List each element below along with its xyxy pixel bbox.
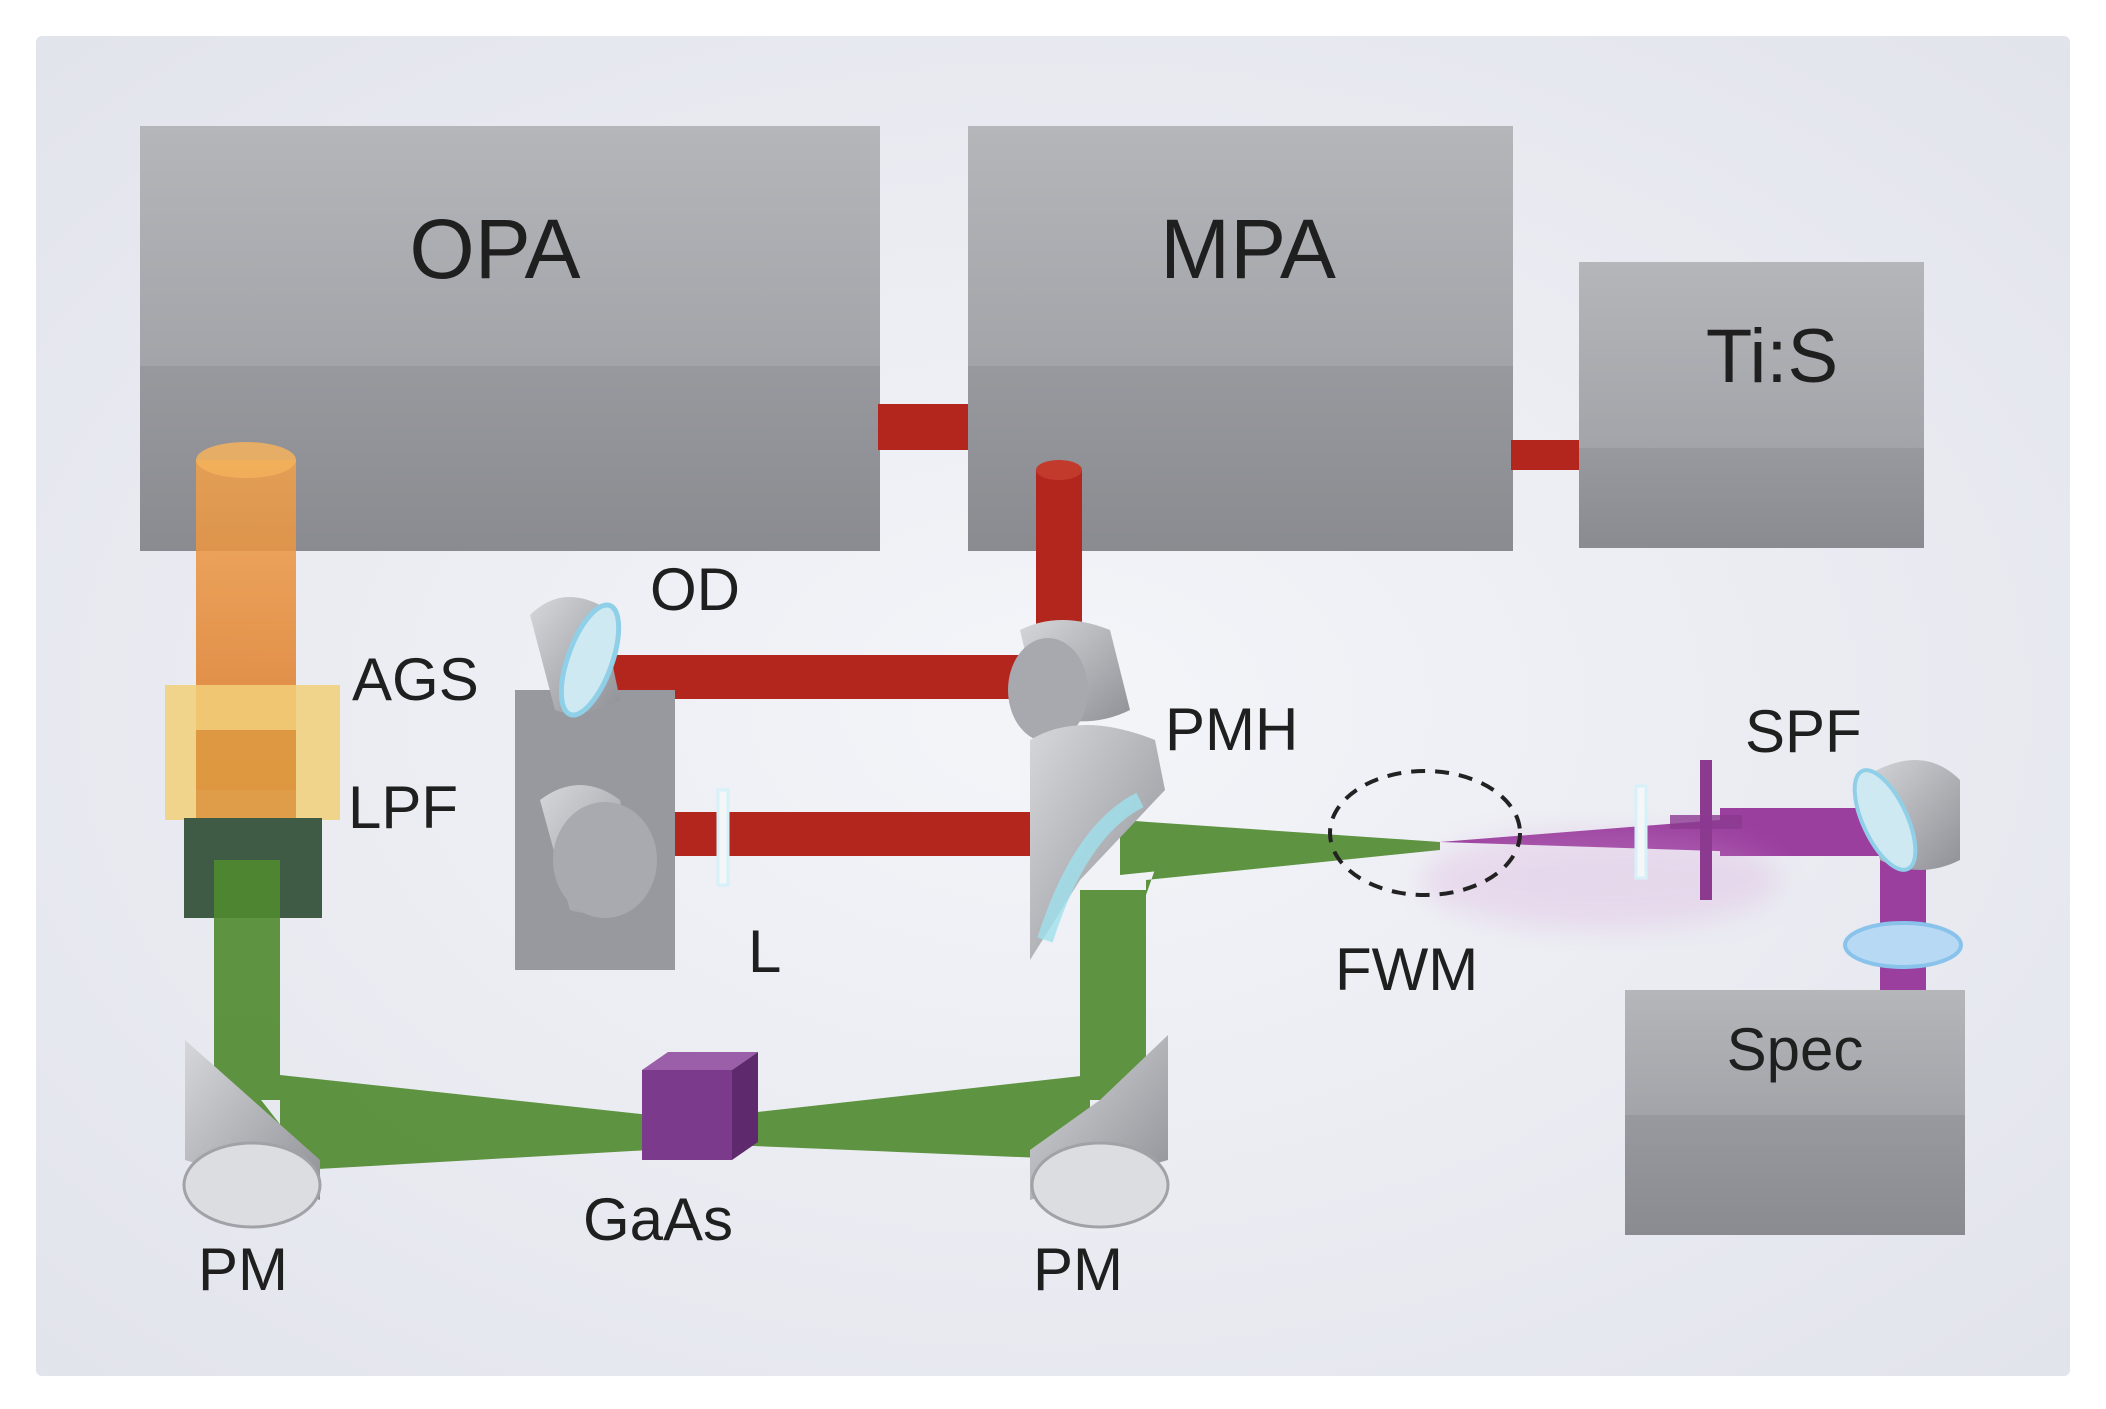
spec-label: Spec bbox=[1727, 1016, 1864, 1083]
pmh-label: PMH bbox=[1165, 696, 1298, 763]
od-mirror-top bbox=[530, 597, 622, 718]
mpa-box: MPA bbox=[968, 126, 1513, 551]
tis-label: Ti:S bbox=[1706, 314, 1838, 399]
lens-l bbox=[716, 788, 730, 887]
spf-filter bbox=[1670, 760, 1742, 900]
pm-right-label: PM bbox=[1033, 1236, 1123, 1303]
ags-label: AGS bbox=[352, 646, 479, 713]
red-beam-opa-mpa bbox=[878, 404, 970, 450]
l-label: L bbox=[748, 918, 781, 985]
pm-left-label: PM bbox=[198, 1236, 288, 1303]
spec-lens bbox=[1843, 921, 1963, 969]
mpa-output-mirror bbox=[1008, 620, 1130, 742]
spf-label: SPF bbox=[1745, 698, 1862, 765]
lens-spf-side bbox=[1634, 784, 1648, 880]
spf-mirror bbox=[1852, 760, 1960, 872]
opa-label: OPA bbox=[409, 202, 580, 296]
pmh-mirror bbox=[1030, 725, 1165, 960]
violet-glow bbox=[1420, 830, 1780, 930]
pm-left-mirror bbox=[182, 1040, 322, 1229]
od-mirror-bottom bbox=[540, 785, 657, 918]
tis-box: Ti:S bbox=[1579, 262, 1924, 548]
pm-right-mirror bbox=[1030, 1035, 1170, 1229]
spec-box: Spec bbox=[1625, 990, 1965, 1235]
gaas-label: GaAs bbox=[583, 1186, 733, 1253]
lpf-label: LPF bbox=[348, 774, 458, 841]
mpa-label: MPA bbox=[1160, 202, 1336, 296]
fwm-label: FWM bbox=[1335, 936, 1478, 1003]
red-beam-mpa-tis bbox=[1511, 440, 1581, 470]
gaas-crystal bbox=[642, 1052, 758, 1160]
od-label: OD bbox=[650, 556, 740, 623]
fwm-region bbox=[1328, 769, 1522, 897]
green-beam-path bbox=[214, 820, 1440, 1170]
